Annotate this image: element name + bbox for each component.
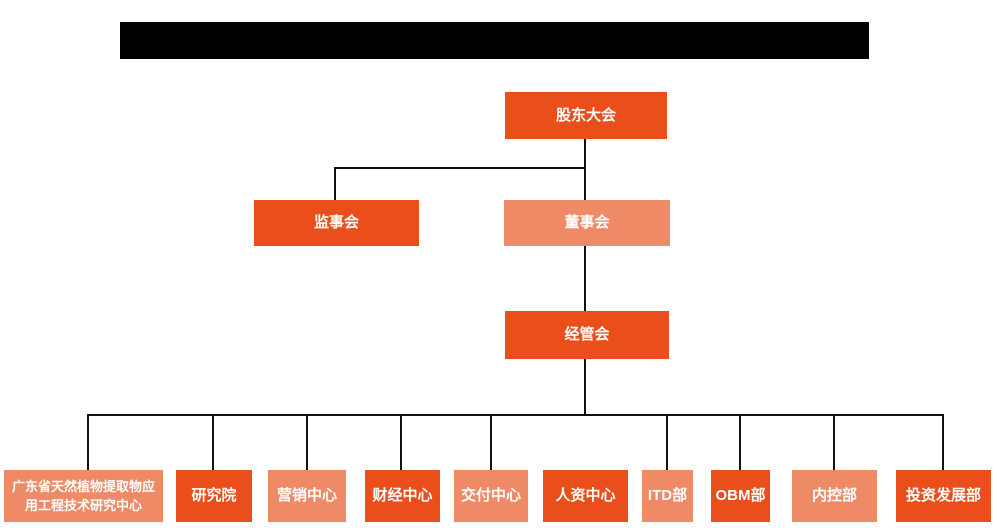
org-node-delivery-center: 交付中心: [454, 470, 528, 522]
org-node-finance-center: 财经中心: [365, 470, 440, 522]
connector-line: [833, 414, 835, 471]
connector-line: [87, 414, 89, 471]
org-node-internal-control-department: 内控部: [792, 470, 877, 522]
connector-line: [666, 414, 668, 471]
connector-line: [334, 167, 336, 202]
org-node-label: 财经中心: [372, 487, 433, 505]
connector-line: [942, 414, 944, 471]
org-node-label: 股东大会: [555, 106, 616, 124]
org-node-label: 董事会: [564, 214, 610, 232]
org-node-hr-center: 人资中心: [543, 470, 628, 522]
connector-line: [490, 414, 492, 471]
connector-line: [306, 414, 308, 471]
connector-line: [400, 414, 402, 471]
org-node-label: OBM部: [715, 487, 766, 505]
org-node-supervisory-board: 监事会: [254, 200, 419, 246]
redacted-title-bar: [120, 22, 869, 59]
org-node-label: 投资发展部: [905, 487, 981, 505]
org-node-label: 营销中心: [276, 487, 337, 505]
connector-line: [87, 414, 944, 416]
org-node-shareholders-meeting: 股东大会: [505, 92, 667, 139]
org-node-investment-development-department: 投资发展部: [896, 470, 991, 522]
org-node-management-committee: 经管会: [505, 311, 669, 359]
org-node-label: ITD部: [647, 487, 688, 505]
org-node-obm-department: OBM部: [711, 470, 770, 522]
connector-line: [584, 359, 586, 416]
org-node-label: 经管会: [564, 326, 610, 344]
org-node-label: 内控部: [811, 487, 857, 505]
org-node-research-institute: 研究院: [176, 470, 252, 522]
org-node-label: 监事会: [313, 214, 359, 232]
connector-line: [584, 139, 586, 169]
org-node-label: 人资中心: [555, 487, 616, 505]
connector-line: [739, 414, 741, 471]
org-node-label: 研究院: [191, 487, 237, 505]
org-node-itd-department: ITD部: [642, 470, 693, 522]
org-node-marketing-center: 营销中心: [268, 470, 346, 522]
org-node-label: 广东省天然植物提取物应用工程技术研究中心: [11, 478, 155, 514]
org-node-research-center: 广东省天然植物提取物应用工程技术研究中心: [4, 470, 163, 522]
connector-line: [334, 167, 586, 169]
org-node-board-of-directors: 董事会: [504, 200, 670, 246]
org-node-label: 交付中心: [460, 487, 521, 505]
connector-line: [212, 414, 214, 471]
